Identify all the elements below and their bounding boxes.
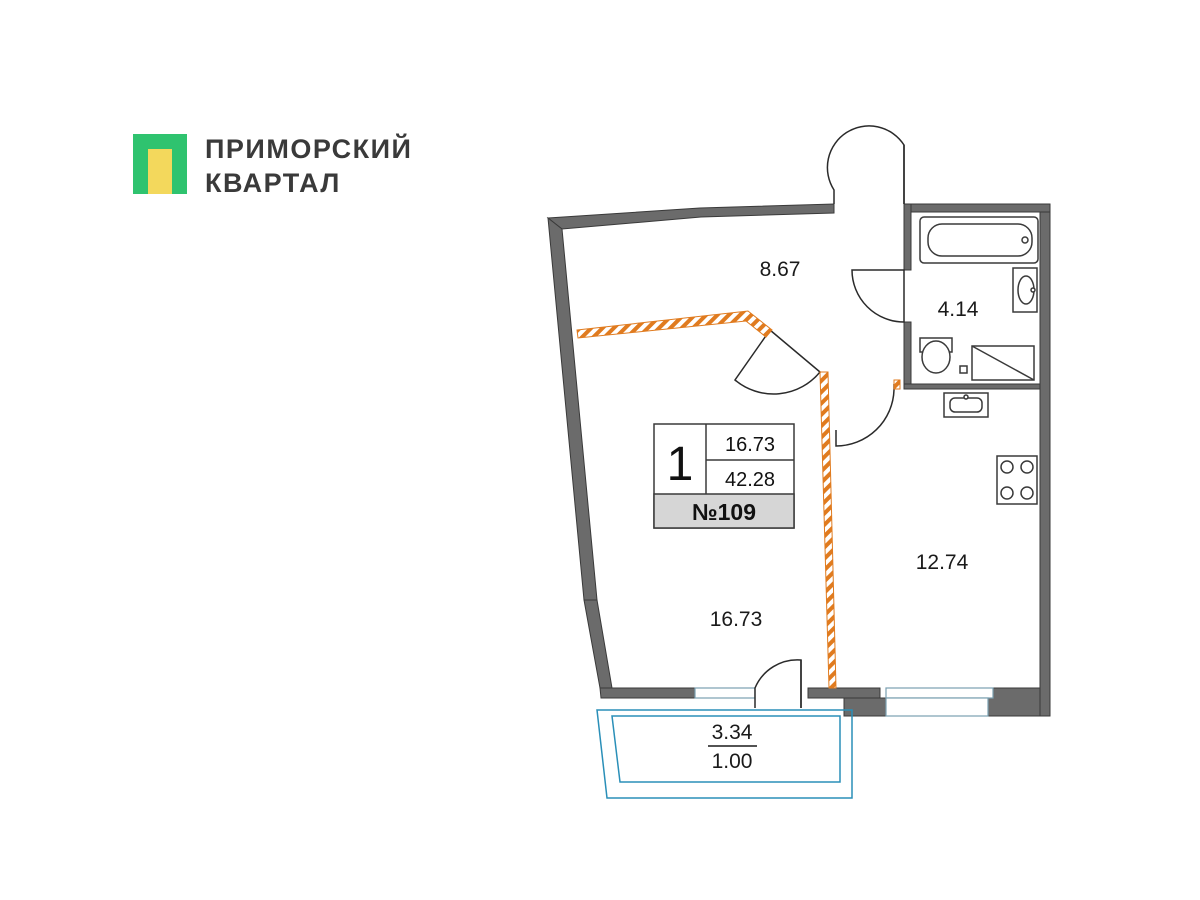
logo-line-1: ПРИМОРСКИЙ <box>205 134 413 164</box>
shower-tray-icon <box>971 345 1035 381</box>
bathtub-icon <box>919 216 1039 264</box>
room-label-balcony-area: 3.34 <box>712 721 753 744</box>
apartment-number: №109 <box>692 499 756 525</box>
apartment-total-area: 42.28 <box>725 469 775 491</box>
logo: ПРИМОРСКИЙ КВАРТАЛ <box>133 134 493 198</box>
apartment-living-area: 16.73 <box>725 434 775 456</box>
balcony <box>596 709 853 799</box>
kitchen-door <box>835 384 895 447</box>
apartment-card: 1 16.73 42.28 №109 <box>653 423 795 529</box>
bathroom-door <box>851 269 905 323</box>
exterior-walls <box>546 203 1051 717</box>
balcony-door <box>754 659 802 708</box>
stove-icon <box>996 455 1038 505</box>
room-label-kitchen: 12.74 <box>916 551 969 574</box>
logo-mark-icon <box>133 134 187 194</box>
logo-text: ПРИМОРСКИЙ КВАРТАЛ <box>205 132 412 200</box>
room-label-living-room: 16.73 <box>710 608 763 631</box>
room-label-bathroom: 4.14 <box>938 298 979 321</box>
windows <box>694 687 994 717</box>
room-label-balcony-coef: 1.00 <box>712 750 753 773</box>
kitchen-sink-icon <box>943 392 989 418</box>
washbasin-icon <box>1012 267 1038 313</box>
entrance-door <box>826 125 905 204</box>
logo-line-2: КВАРТАЛ <box>205 168 341 198</box>
interior-partitions <box>576 310 901 689</box>
room-label-hall: 8.67 <box>760 258 801 281</box>
apartment-rooms-count: 1 <box>667 438 694 491</box>
living-room-door <box>733 328 822 395</box>
apartment-number-bar <box>653 493 795 529</box>
toilet-icon <box>919 337 968 374</box>
